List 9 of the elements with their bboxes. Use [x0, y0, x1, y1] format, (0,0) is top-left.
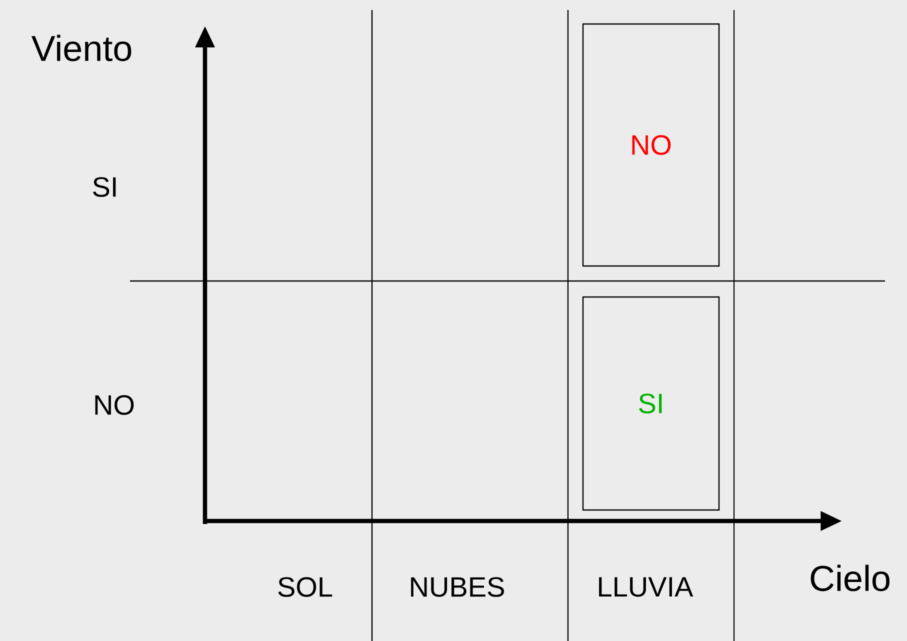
column-label: NUBES — [411, 577, 504, 597]
row-label: NO — [95, 395, 134, 415]
axis-title: Viento — [31, 34, 132, 62]
axis-title: Cielo — [810, 564, 890, 592]
row-label: SI — [93, 177, 116, 197]
cell-box: NO — [582, 23, 720, 267]
column-label: SOL — [278, 577, 332, 597]
cell-box: SI — [582, 296, 720, 511]
column-label: LLUVIA — [599, 577, 694, 597]
